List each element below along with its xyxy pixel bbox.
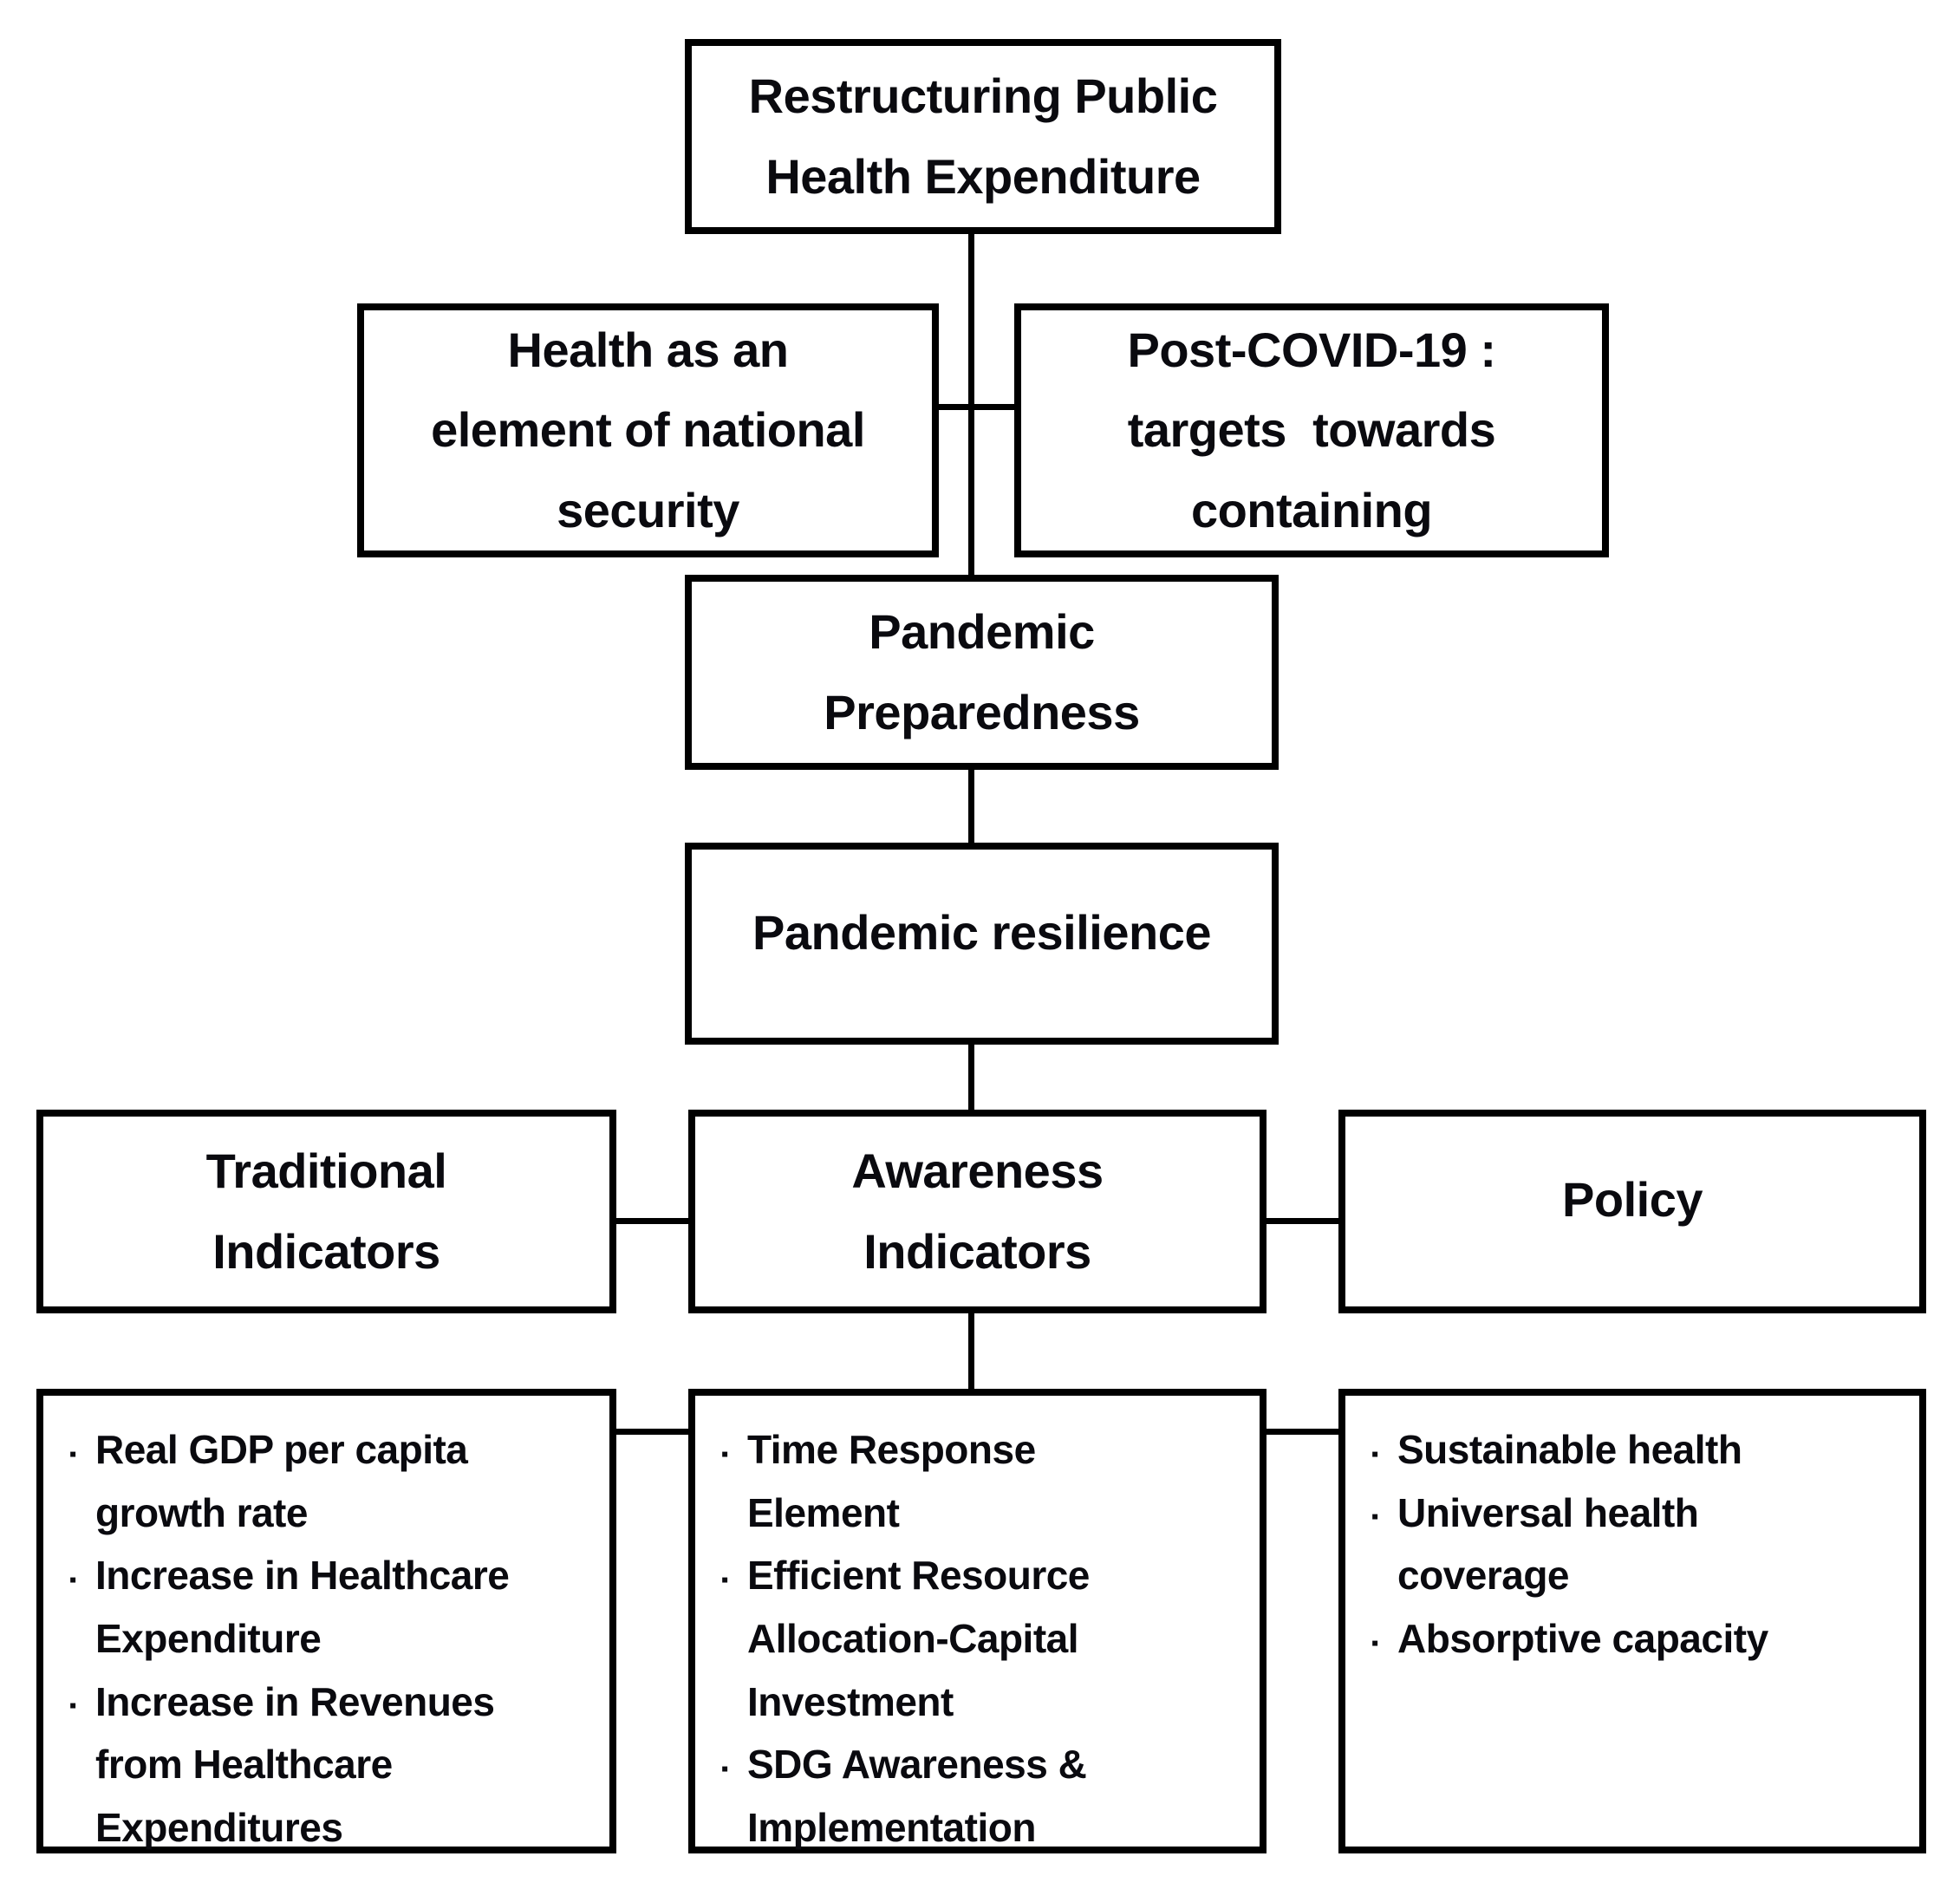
list-item: ▪ SDG Awareness & Implementation [721,1733,1156,1859]
bullet-square-icon: ▪ [1371,1631,1378,1655]
list-item: ▪ Increase in Healthcare Expenditure [69,1544,575,1670]
node-label-line: Pandemic resilience [752,905,1212,960]
connector-awareness-detail-to-policy-detail [1260,1429,1345,1435]
bullet-square-icon: ▪ [721,1568,728,1592]
connector-row2-horizontal [928,404,1021,410]
list-item-text: Absorptive capacity [1397,1616,1768,1662]
bullet-square-icon: ▪ [1371,1442,1378,1466]
list-item-text: Sustainable health [1397,1427,1742,1472]
node-pandemic-resilience: Pandemic resilience [685,843,1279,1045]
list-item-text: Time Response Element [747,1427,1036,1535]
connector-traditional-to-awareness [609,1218,695,1224]
node-label-line: Health as an [507,322,789,377]
list-item-text: Increase in Revenues from Healthcare Exp… [95,1678,495,1851]
list-item-text: SDG Awareness & Implementation [747,1742,1087,1851]
node-policy: Policy [1338,1110,1926,1313]
node-policy-list: ▪ Sustainable health ▪ Universal health co… [1338,1389,1926,1853]
node-label-line: Indicators [863,1223,1091,1279]
connector-traditional-detail-to-awareness-detail [609,1429,695,1435]
connector-preparedness-to-resilience [968,766,974,846]
node-traditional-indicators: Traditional Indicators [36,1110,616,1313]
bullet-square-icon: ▪ [69,1694,76,1718]
node-label-line: Indicators [212,1223,440,1279]
node-label-line: Policy [1562,1172,1703,1227]
list-item: ▪ Sustainable health [1371,1418,1867,1482]
node-post-covid-targets: Post-COVID-19 : targets towards containi… [1014,303,1609,557]
list-item-text: Efficient Resource Allocation-Capital In… [747,1553,1090,1724]
list-item: ▪ Efficient Resource Allocation-Capital I… [721,1544,1156,1733]
bullet-list: ▪ Time Response Element ▪ Efficient Resour… [721,1418,1156,1860]
bullet-square-icon: ▪ [721,1442,728,1466]
connector-awareness-to-detail [968,1310,974,1392]
bullet-list: ▪ Sustainable health ▪ Universal health co… [1371,1418,1867,1671]
node-label-line: element of national [431,402,865,458]
connector-resilience-to-awareness [968,1041,974,1113]
list-item-text: Universal health coverage [1397,1489,1699,1599]
list-item: ▪ Universal health coverage [1371,1482,1867,1607]
bullet-square-icon: ▪ [69,1442,76,1466]
bullet-list: ▪ Real GDP per capita growth rate ▪ Increa… [69,1418,575,1860]
node-health-national-security: Health as an element of national securit… [357,303,939,557]
list-item: ▪ Real GDP per capita growth rate [69,1418,575,1544]
node-label-line: security [557,482,739,537]
node-pandemic-preparedness: Pandemic Preparedness [685,575,1279,770]
node-label-line: Preparedness [824,684,1140,739]
node-label-line: targets towards [1127,402,1496,458]
node-label-line: Traditional [205,1143,447,1199]
connector-awareness-to-policy [1260,1218,1345,1224]
list-item-text: Real GDP per capita growth rate [95,1427,468,1535]
bullet-square-icon: ▪ [69,1568,76,1592]
node-restructuring-public-health-expenditure: Restructuring Public Health Expenditure [685,39,1281,234]
node-label-line: containing [1190,482,1433,537]
node-traditional-indicators-list: ▪ Real GDP per capita growth rate ▪ Increa… [36,1389,616,1853]
bullet-square-icon: ▪ [1371,1505,1378,1529]
node-label-line: Post-COVID-19 : [1127,322,1497,377]
list-item: ▪ Time Response Element [721,1418,1156,1544]
node-label-line: Restructuring Public [748,68,1218,124]
list-item: ▪ Absorptive capacity [1371,1607,1867,1671]
list-item: ▪ Increase in Revenues from Healthcare Ex… [69,1671,575,1860]
node-label-line: Health Expenditure [765,148,1201,204]
node-awareness-indicators: Awareness Indicators [688,1110,1267,1313]
node-awareness-indicators-list: ▪ Time Response Element ▪ Efficient Resour… [688,1389,1267,1853]
bullet-square-icon: ▪ [721,1757,728,1781]
node-label-line: Pandemic [869,604,1095,660]
list-item-text: Increase in Healthcare Expenditure [95,1553,510,1662]
node-label-line: Awareness [851,1143,1104,1199]
